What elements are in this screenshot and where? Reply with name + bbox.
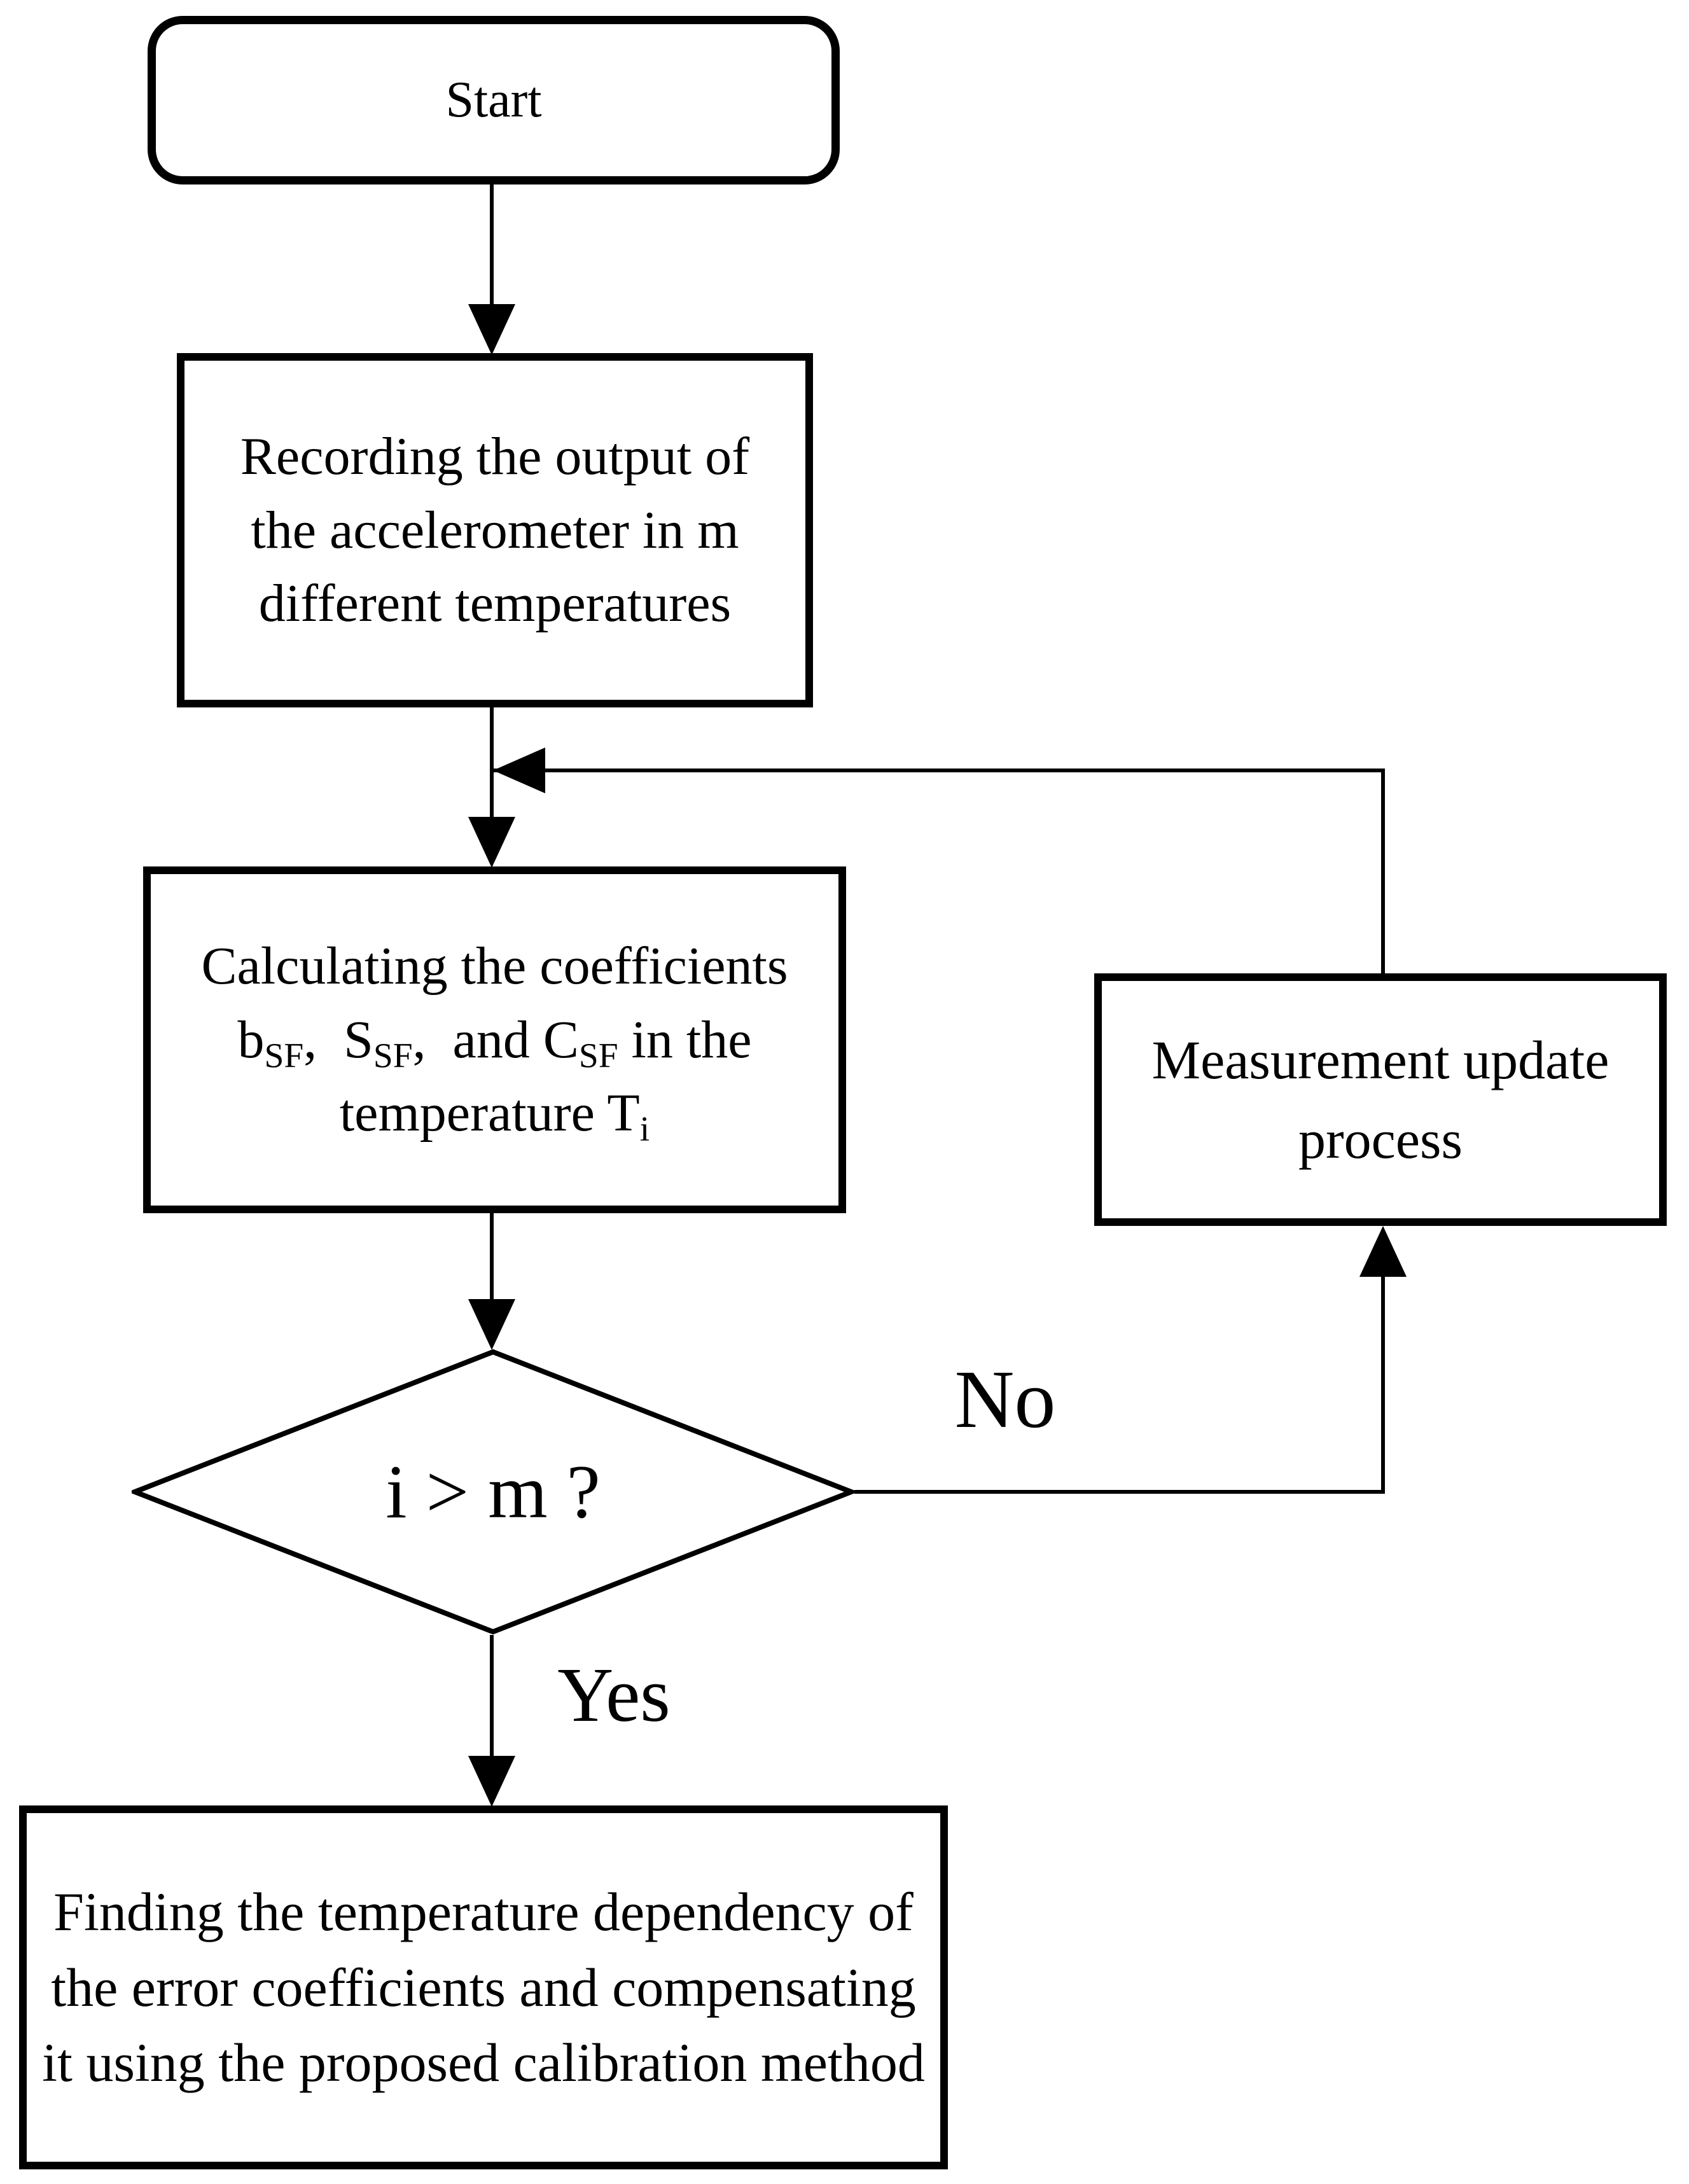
edge-decision-to-finding <box>490 1635 494 1759</box>
edge-feedback-vertical <box>1381 769 1385 977</box>
decision-diamond-shape <box>132 1349 854 1635</box>
finding-line-2: the error coefficients and compensating <box>51 1956 916 2018</box>
recording-process-node: Recording the output of the acceleromete… <box>177 353 813 707</box>
edge-no-branch-vertical <box>1381 1274 1385 1494</box>
no-branch-label: No <box>954 1354 1056 1445</box>
calculating-process-node: Calculating the coefficients bSF, SSF, a… <box>143 866 846 1213</box>
arrowhead-into-decision-icon <box>468 1299 515 1350</box>
yes-branch-label: Yes <box>557 1652 671 1738</box>
measurement-line-1: Measurement update <box>1151 1029 1609 1090</box>
edge-start-to-recording <box>490 183 494 307</box>
finding-line-1: Finding the temperature dependency of <box>53 1881 914 1942</box>
start-node: Start <box>148 16 840 184</box>
recording-line-1: Recording the output of <box>240 426 750 486</box>
finding-line-3: it using the proposed calibration method <box>42 2032 925 2094</box>
calculating-line-3: temperature Ti <box>339 1083 650 1148</box>
arrowhead-into-calculating-icon <box>468 817 515 868</box>
calculating-line-2: bSF, SSF, and CSF in the <box>237 1010 752 1075</box>
finding-compensation-node: Finding the temperature dependency of th… <box>19 1805 948 2169</box>
arrowhead-into-finding-icon <box>468 1756 515 1807</box>
calculating-line-1: Calculating the coefficients <box>201 936 788 996</box>
arrowhead-feedback-icon <box>493 748 545 793</box>
decision-label: i > m ? <box>386 1449 601 1534</box>
measurement-update-node: Measurement update process <box>1094 973 1667 1226</box>
decision-node: i > m ? <box>132 1349 854 1635</box>
edge-no-branch-horizontal <box>854 1490 1385 1494</box>
arrowhead-into-recording-icon <box>468 304 515 355</box>
measurement-line-2: process <box>1298 1108 1463 1170</box>
recording-line-2: the accelerometer in m <box>251 500 739 560</box>
start-label: Start <box>445 72 542 129</box>
arrowhead-into-measurement-icon <box>1359 1226 1407 1277</box>
edge-feedback-horizontal <box>493 769 1385 772</box>
recording-line-3: different temperatures <box>258 574 732 634</box>
edge-recording-to-calculating <box>490 707 494 821</box>
edge-calculating-to-decision <box>490 1213 494 1302</box>
